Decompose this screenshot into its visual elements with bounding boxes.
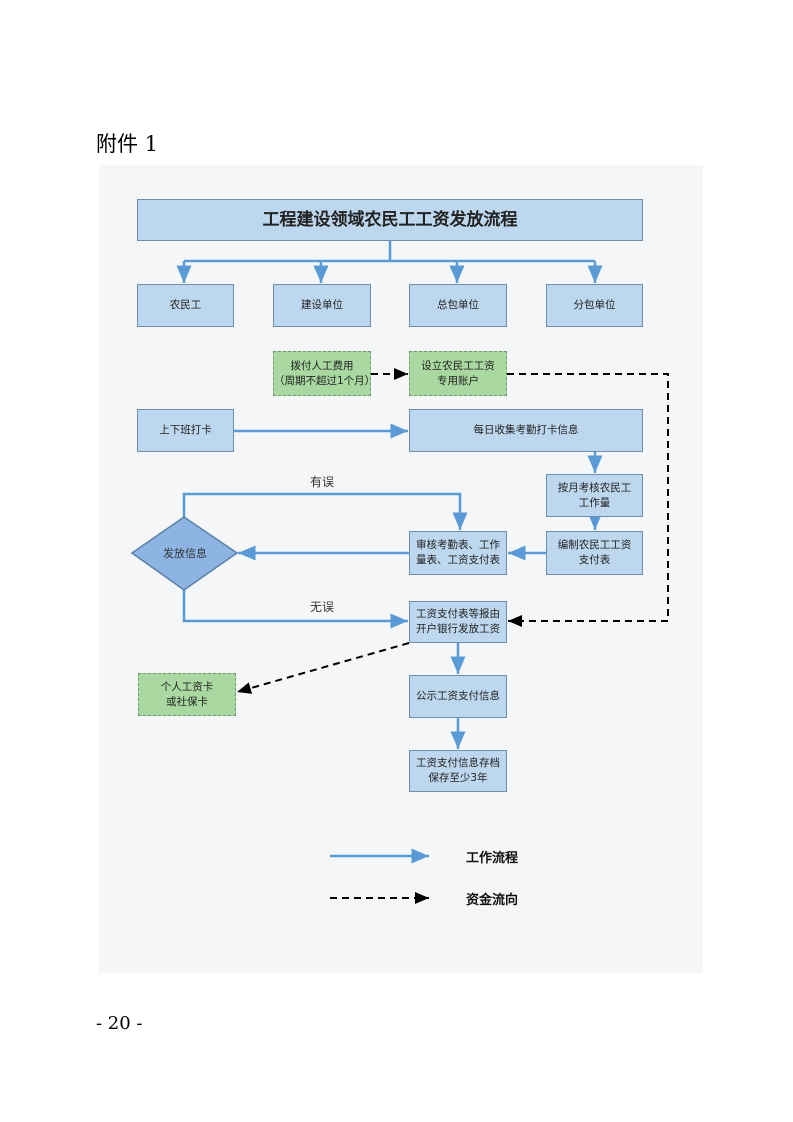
decision-diamond (130, 516, 239, 591)
party-subcontractor: 分包单位 (546, 284, 643, 327)
edge-label-error: 有误 (310, 475, 335, 489)
decision-label: 发放信息 (163, 547, 207, 560)
legend-work-flow: 工作流程 (466, 851, 519, 866)
node-clock: 上下班打卡 (137, 409, 234, 452)
node-archive: 工资支付信息存档 保存至少3年 (409, 750, 507, 792)
legend-fund-flow: 资金流向 (466, 893, 519, 908)
fund-arrow-bank-card (236, 642, 410, 694)
edge-label-ok: 无误 (310, 600, 335, 614)
node-account: 设立农民工工资 专用账户 (409, 351, 507, 396)
party-contractor: 总包单位 (409, 284, 507, 327)
flowchart-title: 工程建设领域农民工工资发放流程 (137, 199, 643, 241)
node-review: 审核考勤表、工作 量表、工资支付表 (409, 531, 507, 575)
node-compile: 编制农民工工资 支付表 (546, 531, 643, 575)
arrow-ok (182, 590, 408, 629)
node-bank: 工资支付表等报由 开户银行发放工资 (409, 601, 507, 643)
arrow-error-loop (182, 492, 468, 530)
attachment-label: 附件 1 (96, 132, 159, 156)
party-worker: 农民工 (137, 284, 234, 327)
node-pay-labor: 拨付人工费用 （周期不超过1个月） (273, 351, 375, 396)
party-builder: 建设单位 (273, 284, 371, 327)
node-collect: 每日收集考勤打卡信息 (409, 409, 643, 452)
page-number: - 20 - (96, 1013, 143, 1034)
node-card: 个人工资卡 或社保卡 (138, 673, 236, 716)
node-assess: 按月考核农民工 工作量 (546, 474, 643, 517)
title-connector (184, 241, 595, 263)
node-publicize: 公示工资支付信息 (409, 675, 507, 718)
